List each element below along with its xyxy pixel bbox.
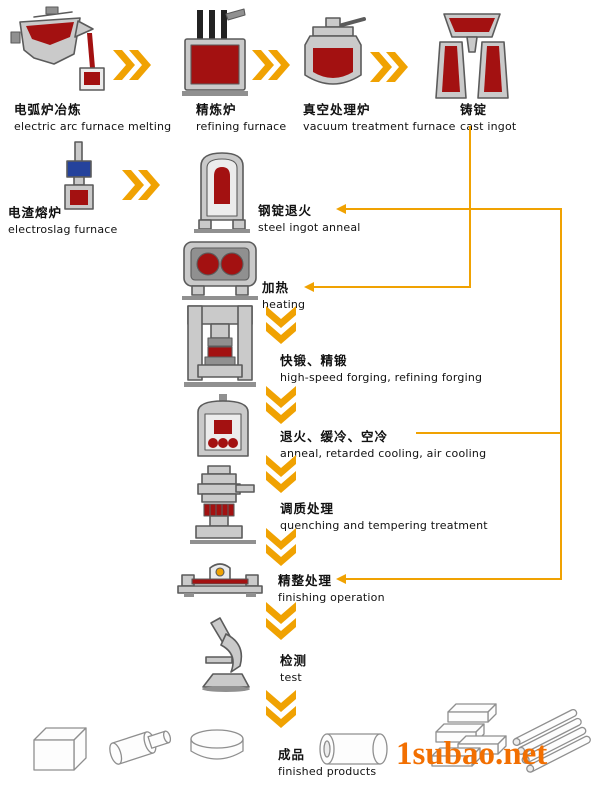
chevron-down-icon xyxy=(266,306,296,344)
connector-anneal-horizontal xyxy=(346,208,562,210)
label-test: 检测 test xyxy=(280,650,307,684)
label-cooling: 退火、缓冷、空冷 anneal, retarded cooling, air c… xyxy=(280,426,486,460)
label-forging-en: high-speed forging, refining forging xyxy=(280,371,483,384)
connector-finishing-horizontal xyxy=(346,578,562,580)
connector-right-vertical xyxy=(560,208,562,580)
refining-furnace-icon xyxy=(182,8,248,96)
chevron-right-icon xyxy=(122,170,160,200)
label-cast-ingot-zh: 铸锭 xyxy=(460,102,488,117)
connector-heating-horizontal xyxy=(314,286,471,288)
label-vacuum-furnace: 真空处理炉 vacuum treatment furnace xyxy=(303,99,456,133)
label-ingot-anneal-en: steel ingot anneal xyxy=(258,221,361,234)
quenching-machine-icon xyxy=(190,465,256,544)
vacuum-furnace-icon xyxy=(304,17,366,85)
product-disc-icon xyxy=(190,729,244,760)
watermark-text: 1subao.net xyxy=(396,736,548,772)
forging-press-icon xyxy=(184,305,256,387)
label-electric-arc-furnace: 电弧炉冶炼 electric arc furnace melting xyxy=(14,99,171,133)
arrowhead-left-icon xyxy=(336,204,346,214)
chevron-down-icon xyxy=(266,602,296,640)
product-slab-stack-icon xyxy=(431,703,507,767)
label-test-en: test xyxy=(280,671,302,684)
label-electroslag-furnace-en: electroslag furnace xyxy=(8,223,118,236)
arrowhead-left-icon xyxy=(304,282,314,292)
label-cast-ingot: 铸锭 cast ingot xyxy=(460,99,516,133)
label-test-zh: 检测 xyxy=(280,653,308,668)
label-heating-zh: 加热 xyxy=(262,280,290,295)
label-ingot-anneal: 钢锭退火 steel ingot anneal xyxy=(258,200,361,234)
ingot-anneal-furnace-icon xyxy=(194,152,250,233)
label-vacuum-furnace-zh: 真空处理炉 xyxy=(303,102,371,117)
label-cast-ingot-en: cast ingot xyxy=(460,120,517,133)
product-block-icon xyxy=(33,727,87,771)
label-refining-furnace-zh: 精炼炉 xyxy=(196,102,237,117)
label-electric-arc-furnace-en: electric arc furnace melting xyxy=(14,120,172,133)
electroslag-furnace-icon xyxy=(64,141,94,210)
connector-cooling-horizontal xyxy=(416,432,562,434)
finishing-machine-icon xyxy=(177,563,263,597)
product-cylinder-icon xyxy=(319,733,388,765)
chevron-down-icon xyxy=(266,690,296,728)
product-roller-icon xyxy=(109,730,172,765)
label-finishing: 精整处理 finishing operation xyxy=(278,570,385,604)
heating-furnace-icon xyxy=(182,241,258,300)
arrowhead-left-icon xyxy=(336,574,346,584)
label-cooling-en: anneal, retarded cooling, air cooling xyxy=(280,447,487,460)
label-finishing-en: finishing operation xyxy=(278,591,385,604)
label-electric-arc-furnace-zh: 电弧炉冶炼 xyxy=(14,102,82,117)
label-cooling-zh: 退火、缓冷、空冷 xyxy=(280,429,389,444)
label-finishing-zh: 精整处理 xyxy=(278,573,333,588)
label-quenching-zh: 调质处理 xyxy=(280,501,335,516)
label-finished-products-zh: 成品 xyxy=(278,747,306,762)
chevron-right-icon xyxy=(252,50,290,80)
chevron-down-icon xyxy=(266,386,296,424)
label-electroslag-furnace-zh: 电渣熔炉 xyxy=(8,205,63,220)
label-forging: 快锻、精锻 high-speed forging, refining forgi… xyxy=(280,350,482,384)
label-quenching-en: quenching and tempering treatment xyxy=(280,519,488,532)
chevron-right-icon xyxy=(113,50,151,80)
label-quenching: 调质处理 quenching and tempering treatment xyxy=(280,498,488,532)
label-vacuum-furnace-en: vacuum treatment furnace xyxy=(303,120,456,133)
cast-ingot-icon xyxy=(435,13,509,99)
label-finished-products: 成品 finished products xyxy=(278,744,376,778)
chevron-right-icon xyxy=(370,52,408,82)
microscope-icon xyxy=(202,617,250,692)
label-ingot-anneal-zh: 钢锭退火 xyxy=(258,203,313,218)
chevron-down-icon xyxy=(266,528,296,566)
product-rod-bundle-icon xyxy=(512,708,591,773)
arc-furnace-ladle-icon xyxy=(10,6,105,91)
label-electroslag-furnace: 电渣熔炉 electroslag furnace xyxy=(8,202,117,236)
label-refining-furnace-en: refining furnace xyxy=(196,120,287,133)
label-refining-furnace: 精炼炉 refining furnace xyxy=(196,99,286,133)
connector-castingot-vertical xyxy=(469,126,471,288)
label-forging-zh: 快锻、精锻 xyxy=(280,353,348,368)
label-finished-products-en: finished products xyxy=(278,765,377,778)
cooling-furnace-icon xyxy=(197,394,249,457)
chevron-down-icon xyxy=(266,455,296,493)
